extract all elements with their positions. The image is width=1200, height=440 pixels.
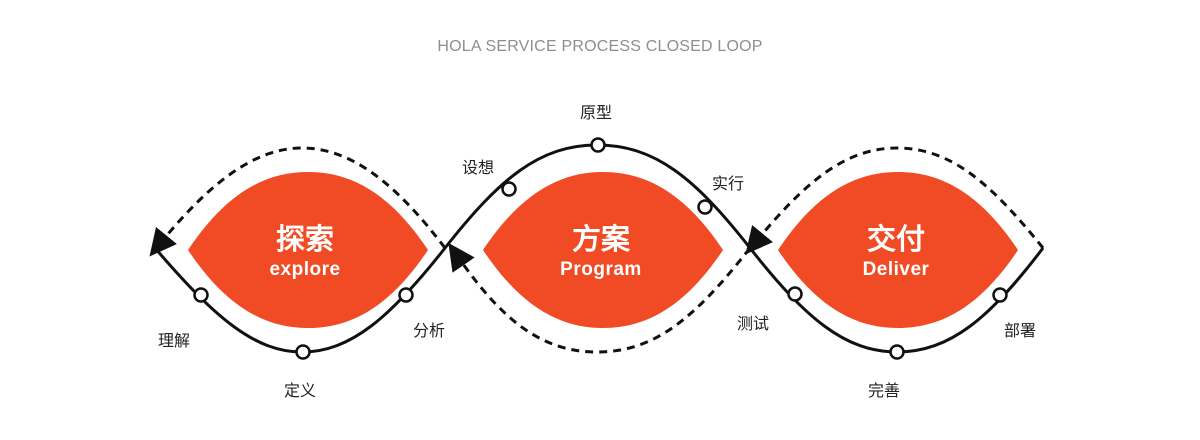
node-implement bbox=[697, 199, 713, 215]
phase-explore-en: explore bbox=[269, 259, 341, 280]
step-implement-label: 实行 bbox=[711, 174, 745, 193]
phase-explore-label: 探索 explore bbox=[269, 222, 340, 282]
dashed-return-center bbox=[448, 242, 752, 354]
node-prototype bbox=[590, 137, 606, 153]
node-deploy bbox=[992, 287, 1008, 303]
leaf-program bbox=[483, 172, 723, 328]
dashed-return-right bbox=[745, 146, 1045, 255]
node-envision bbox=[501, 181, 517, 197]
step-prototype-label: 原型 bbox=[579, 103, 613, 122]
leaf-explore bbox=[188, 172, 428, 328]
step-envision-label: 设想 bbox=[461, 158, 495, 177]
step-define-label: 定义 bbox=[283, 381, 317, 400]
node-define bbox=[295, 344, 311, 360]
phase-program-label: 方案 Program bbox=[560, 222, 642, 282]
node-understand bbox=[193, 287, 209, 303]
step-refine-label: 完善 bbox=[867, 381, 901, 400]
phase-deliver-label: 交付 Deliver bbox=[863, 222, 930, 282]
diagram-title: HOLA SERVICE PROCESS CLOSED LOOP bbox=[437, 38, 763, 55]
node-analyze bbox=[398, 287, 414, 303]
phase-deliver-zh: 交付 bbox=[866, 222, 925, 256]
phase-deliver-en: Deliver bbox=[862, 259, 930, 280]
step-test-label: 测试 bbox=[736, 314, 770, 333]
phase-explore-zh: 探索 bbox=[275, 222, 334, 256]
step-understand-label: 理解 bbox=[157, 331, 191, 350]
phase-program-en: Program bbox=[560, 259, 642, 280]
step-analyze-label: 分析 bbox=[412, 321, 446, 340]
node-refine bbox=[889, 344, 905, 360]
step-deploy-label: 部署 bbox=[1003, 321, 1037, 340]
node-test bbox=[787, 286, 803, 302]
phase-program-zh: 方案 bbox=[571, 222, 631, 256]
leaf-deliver bbox=[778, 172, 1018, 328]
